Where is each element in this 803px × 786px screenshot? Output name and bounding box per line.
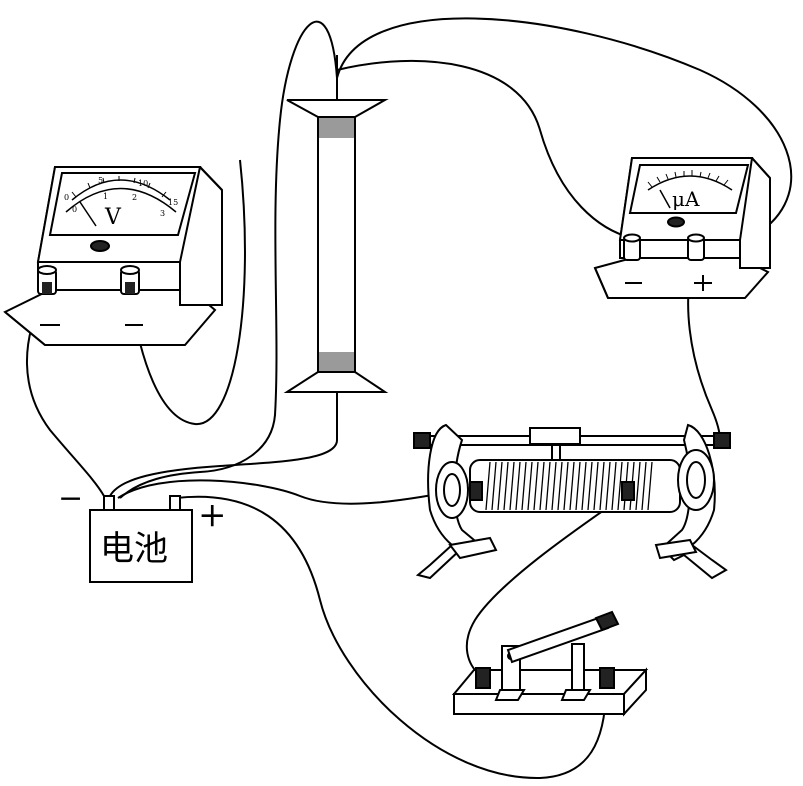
battery-terminal-minus[interactable] (103, 495, 115, 511)
switch-terminal-right[interactable] (599, 667, 615, 689)
voltmeter-zero-adjust-knob[interactable] (90, 240, 110, 252)
knife-switch[interactable] (451, 610, 649, 717)
rheostat (413, 423, 731, 580)
voltmeter-scale-bottom-3: 3 (160, 209, 165, 218)
rheostat-end-contact-right[interactable] (621, 481, 635, 501)
rheostat-terminal-left[interactable] (413, 432, 431, 449)
microammeter (593, 157, 771, 299)
voltmeter-scale-top-10: 10 (138, 179, 148, 188)
switch-terminal-left[interactable] (475, 667, 491, 689)
wire-voltmeter-plus-loop (129, 159, 246, 426)
rheostat-end-contact-left[interactable] (469, 481, 483, 501)
battery-plus-sign: + (198, 495, 227, 535)
battery-terminal-plus[interactable] (169, 495, 181, 511)
wire-rheostat-to-switch (465, 491, 631, 676)
wire-tube-top-to-microammeter (119, 20, 338, 499)
voltmeter-scale-bottom-0: 0 (72, 205, 77, 214)
microammeter-ticks (647, 170, 729, 188)
wire-tube-to-microammeter-minus (336, 59, 633, 239)
switch-base-side (623, 667, 647, 717)
voltmeter (3, 166, 223, 346)
microammeter-unit-label: μA (672, 187, 700, 211)
microammeter-needle (659, 189, 671, 209)
switch-blade[interactable] (506, 614, 610, 664)
rheostat-stand-left (415, 423, 498, 580)
switch-handle[interactable] (594, 610, 620, 632)
wires (26, 17, 793, 780)
voltmeter-needle (79, 201, 97, 227)
voltmeter-scale-bottom-1: 1 (103, 192, 108, 201)
switch-base-front (453, 693, 625, 715)
voltmeter-unit-label: V (104, 205, 122, 230)
voltmeter-scale-top-5: 5 (98, 176, 103, 185)
rheostat-windings (485, 461, 653, 511)
battery (89, 495, 193, 583)
microammeter-terminal-minus[interactable] (623, 233, 641, 261)
wire-battery-plus-to-switch (175, 495, 607, 780)
microammeter-zero-adjust-knob[interactable] (667, 216, 685, 228)
battery-label: 电池 (100, 529, 168, 569)
voltmeter-terminal-minus[interactable] (37, 265, 57, 295)
voltmeter-terminal-plus[interactable] (120, 265, 140, 295)
rheostat-terminal-right[interactable] (713, 432, 731, 449)
microammeter-terminal-plus[interactable] (687, 233, 705, 261)
wire-battery-to-rheostat (117, 479, 471, 505)
vacuum-tube (283, 55, 389, 440)
rheostat-stand-right (654, 423, 728, 580)
voltmeter-scale-top-0: 0 (64, 193, 69, 202)
voltmeter-scale-top-15: 15 (168, 198, 178, 207)
voltmeter-ticks (71, 176, 167, 198)
battery-body (89, 509, 193, 583)
voltmeter-scale-bottom-2: 2 (132, 193, 137, 202)
battery-minus-sign: − (58, 481, 83, 516)
wire-tube-bottom-to-battery (109, 392, 338, 497)
voltmeter-labels: V 0 5 10 15 0 1 2 3 (64, 176, 178, 230)
